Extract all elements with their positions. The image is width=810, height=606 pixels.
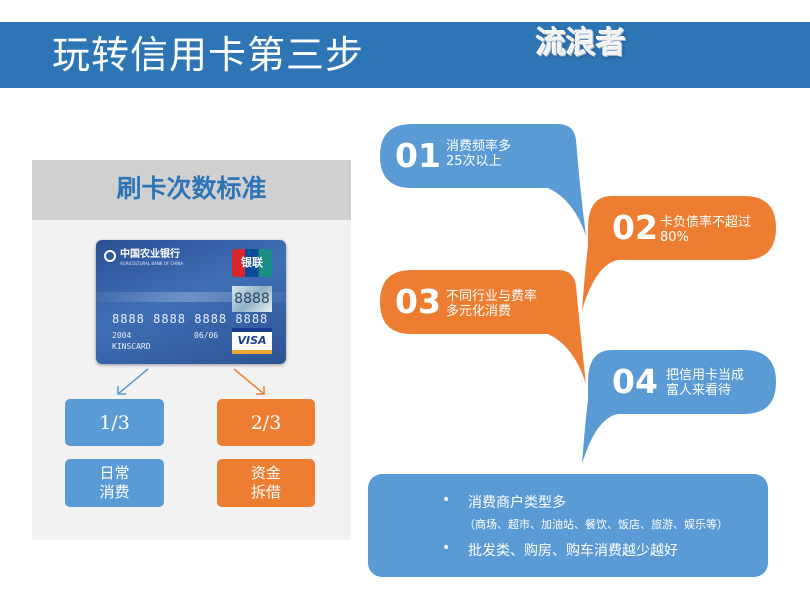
card-bank-name-en: AGRICULTURAL BANK OF CHINA	[120, 261, 184, 266]
bank-logo-icon	[104, 250, 116, 262]
bubble-01-number: 01	[395, 136, 441, 175]
panel-header: 刷卡次数标准	[32, 160, 351, 220]
card-stripe	[96, 292, 286, 302]
info-bullet-2: 批发类、购房、购车消费越少越好	[468, 543, 678, 559]
credit-card-image: 中国农业银行 AGRICULTURAL BANK OF CHINA 银联 888…	[96, 240, 286, 364]
card-holder-name: KINSCARD	[112, 342, 151, 351]
card-bank-name: 中国农业银行	[120, 249, 180, 260]
bubble-01-text: 消费频率多 25次以上	[446, 139, 512, 169]
bullet-dot-icon: •	[442, 540, 451, 556]
card-date-right: 06/06	[194, 331, 219, 340]
bubble-03-shape	[380, 270, 586, 384]
arrow-left-icon	[117, 368, 149, 395]
visa-logo: VISA	[232, 328, 272, 354]
ratio-box-1-3: 1/3	[65, 399, 164, 446]
bubble-02-shape	[582, 196, 776, 310]
ratio-box-2-3: 2/3	[217, 399, 315, 446]
fund-borrowing-box: 资金 拆借	[217, 459, 315, 507]
bubble-04-shape	[582, 350, 776, 464]
bubble-01-shape	[380, 124, 586, 236]
merchant-info-box: • 消费商户类型多 （商场、超市、加油站、餐饮、饭店、旅游、娱乐等） • 批发类…	[368, 474, 768, 577]
info-sub-1: （商场、超市、加油站、餐饮、饭店、旅游、娱乐等）	[464, 518, 728, 531]
brand-watermark: 流浪者	[536, 26, 626, 61]
title-banner: 玩转信用卡第三步 流浪者	[0, 22, 810, 88]
bubble-02-text: 卡负债率不超过 80%	[660, 215, 752, 245]
bubble-03-text: 不同行业与费率 多元化消费	[446, 289, 538, 319]
bubble-04-text: 把信用卡当成 富人来看待	[666, 368, 745, 398]
daily-spending-box: 日常 消费	[65, 459, 164, 507]
fund-borrowing-label: 资金 拆借	[250, 464, 281, 501]
bubble-03-number: 03	[395, 282, 441, 321]
bubble-04-number: 04	[612, 362, 658, 401]
arrow-right-icon	[233, 368, 265, 395]
info-bullet-1: 消费商户类型多	[468, 495, 566, 511]
bullet-dot-icon: •	[442, 492, 451, 508]
hologram-dove-icon: 8888	[232, 286, 272, 312]
bubble-02-number: 02	[612, 208, 658, 247]
card-number: 8888 8888 8888 8888	[112, 312, 269, 326]
daily-spending-label: 日常 消费	[99, 464, 130, 501]
panel-title: 刷卡次数标准	[116, 174, 267, 203]
card-date-left: 2004	[112, 331, 132, 340]
page-title: 玩转信用卡第三步	[52, 33, 365, 77]
unionpay-logo: 银联	[232, 249, 272, 277]
